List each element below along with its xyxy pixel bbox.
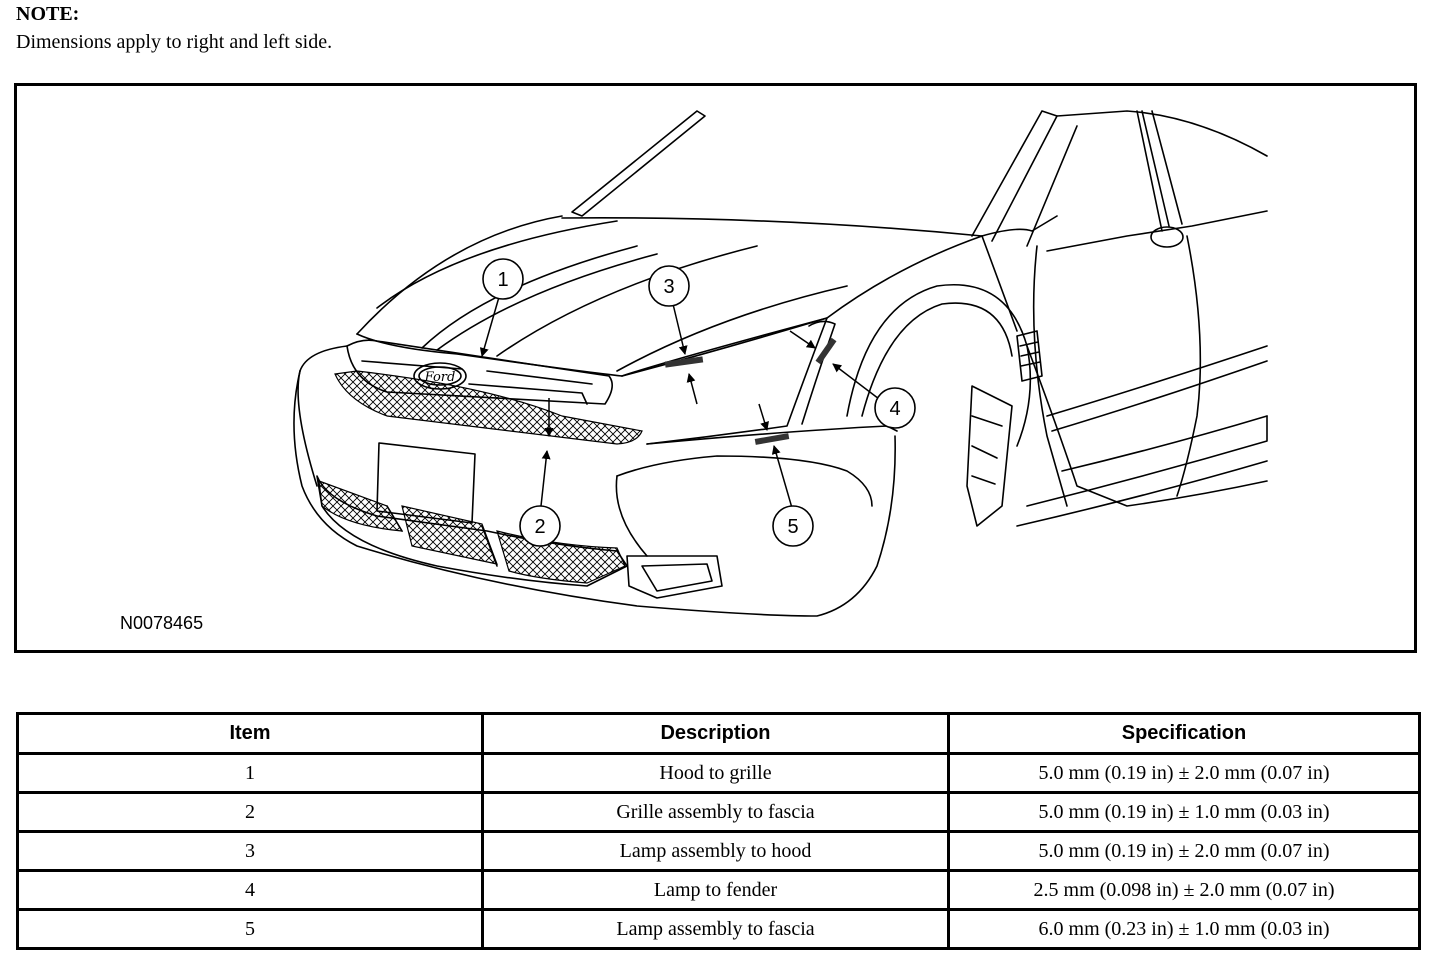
cell-item: 4 — [16, 869, 484, 911]
cell-item: 2 — [16, 791, 484, 833]
callout-4: 4 — [874, 387, 916, 429]
header-description: Description — [481, 712, 950, 755]
callout-5: 5 — [772, 505, 814, 547]
callout-leaders — [479, 296, 884, 509]
lower-right-mesh — [496, 530, 626, 584]
cell-item: 3 — [16, 830, 484, 872]
upper-grille-mesh — [334, 370, 643, 445]
figure-id: N0078465 — [120, 613, 204, 633]
gap-marker-5 — [754, 433, 790, 445]
callout-4-label: 4 — [889, 398, 900, 420]
callout-1-label: 1 — [497, 269, 508, 291]
table-row: 4 Lamp to fender 2.5 mm (0.098 in) ± 2.0… — [16, 869, 1421, 911]
note-text: Dimensions apply to right and left side. — [16, 31, 333, 53]
cell-description: Lamp to fender — [481, 869, 950, 911]
cell-specification: 6.0 mm (0.23 in) ± 1.0 mm (0.03 in) — [947, 908, 1421, 950]
header-item: Item — [16, 712, 484, 755]
lower-left-mesh — [318, 480, 404, 532]
header-specification: Specification — [947, 712, 1421, 755]
cell-specification: 5.0 mm (0.19 in) ± 1.0 mm (0.03 in) — [947, 791, 1421, 833]
cell-item: 1 — [16, 752, 484, 794]
gap-marker-3 — [664, 356, 704, 368]
table-row: 5 Lamp assembly to fascia 6.0 mm (0.23 i… — [16, 908, 1421, 950]
callout-2-label: 2 — [534, 516, 545, 538]
cell-specification: 5.0 mm (0.19 in) ± 2.0 mm (0.07 in) — [947, 830, 1421, 872]
cell-specification: 2.5 mm (0.098 in) ± 2.0 mm (0.07 in) — [947, 869, 1421, 911]
callout-5-label: 5 — [787, 516, 798, 538]
table-row: 2 Grille assembly to fascia 5.0 mm (0.19… — [16, 791, 1421, 833]
cell-description: Lamp assembly to hood — [481, 830, 950, 872]
callout-2: 2 — [519, 505, 561, 547]
cell-description: Hood to grille — [481, 752, 950, 794]
lower-center-mesh — [401, 505, 498, 565]
table-header-row: Item Description Specification — [16, 712, 1421, 755]
callout-3: 3 — [648, 265, 690, 307]
cell-item: 5 — [16, 908, 484, 950]
car-outline: Ford — [293, 110, 1268, 617]
car-front-illustration: Ford — [293, 110, 1268, 617]
table-row: 1 Hood to grille 5.0 mm (0.19 in) ± 2.0 … — [16, 752, 1421, 794]
cell-specification: 5.0 mm (0.19 in) ± 2.0 mm (0.07 in) — [947, 752, 1421, 794]
gap-marker-4 — [815, 337, 837, 365]
callout-3-label: 3 — [663, 276, 674, 298]
specification-table: Item Description Specification 1 Hood to… — [16, 712, 1421, 950]
figure-frame: Ford — [14, 83, 1417, 653]
note-title: NOTE: — [16, 3, 80, 25]
cell-description: Grille assembly to fascia — [481, 791, 950, 833]
table-row: 3 Lamp assembly to hood 5.0 mm (0.19 in)… — [16, 830, 1421, 872]
cell-description: Lamp assembly to fascia — [481, 908, 950, 950]
callout-1: 1 — [482, 258, 524, 300]
